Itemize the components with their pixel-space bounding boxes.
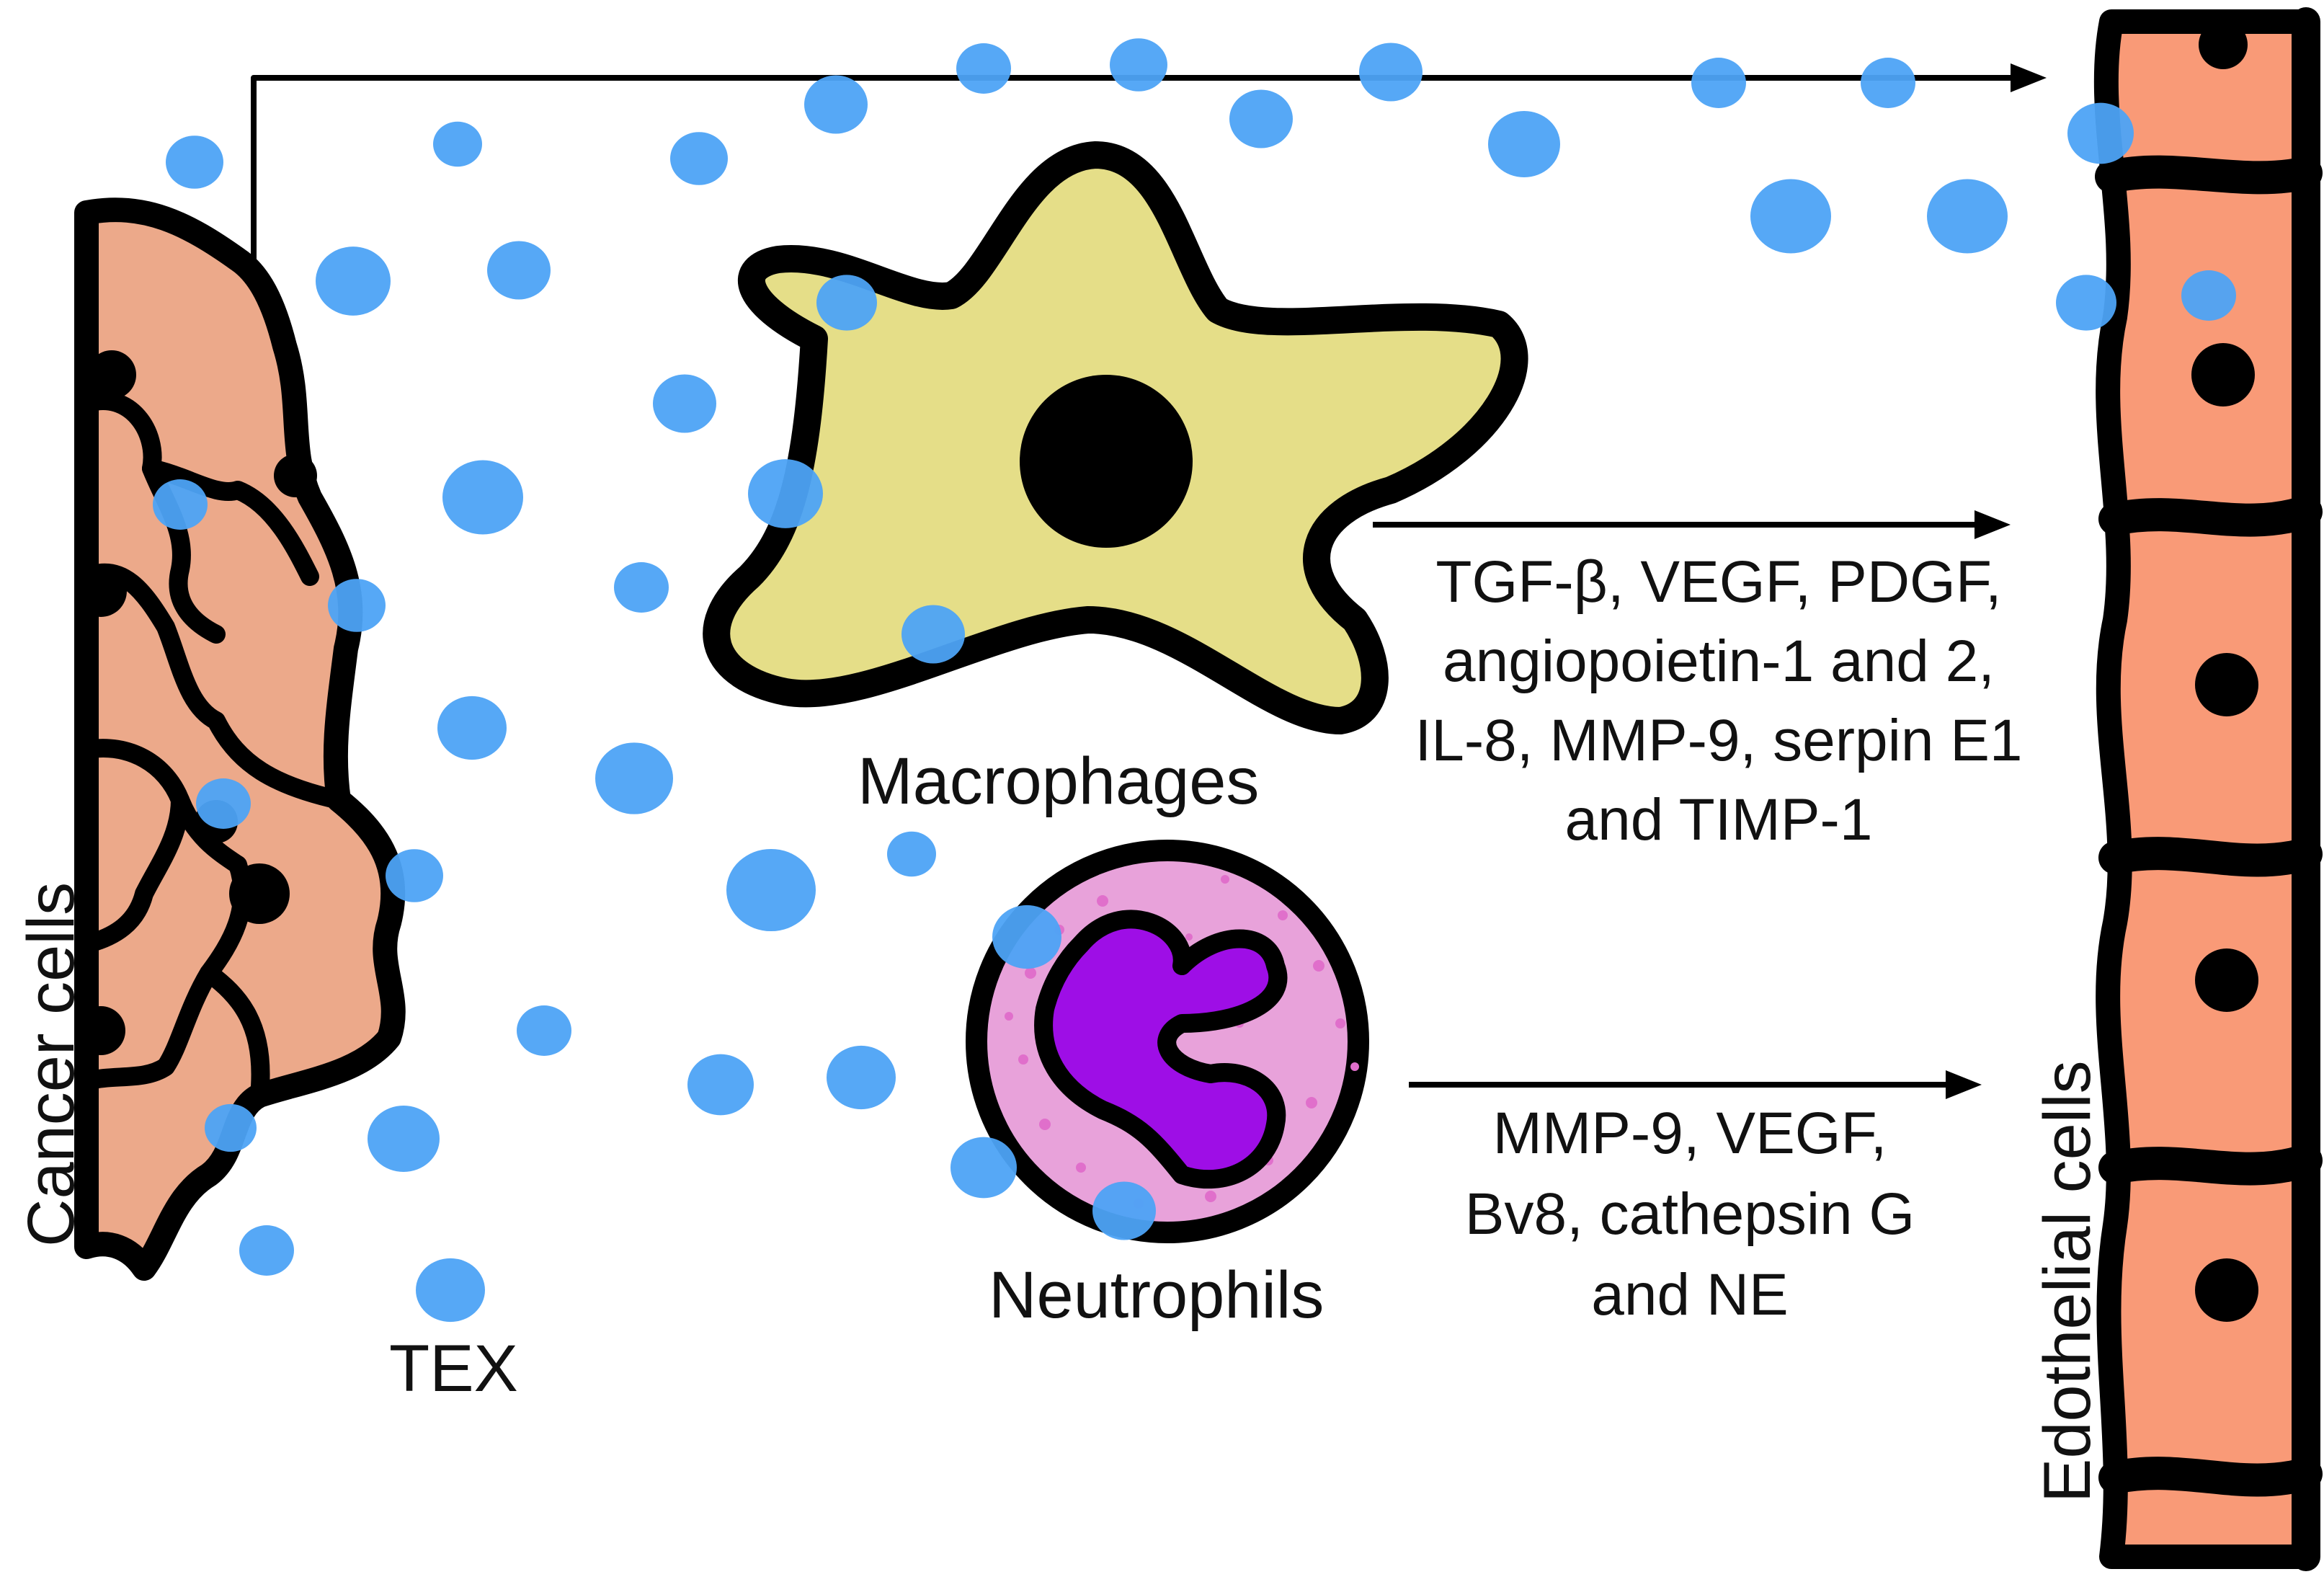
arrow-tex-to-endothelium (251, 63, 2047, 262)
macrophage-cell (703, 141, 1528, 734)
tex-exosome-dot (956, 43, 1011, 94)
cancer-cell-nucleus (75, 565, 127, 617)
cancer-cell-nucleus (229, 863, 290, 924)
neutrophil-factor-list: MMP-9, VEGF, Bv8, cathepsin G and NE (1465, 1101, 1915, 1328)
tex-exosome-dot (653, 374, 716, 433)
macrophage-nucleus (1020, 375, 1193, 548)
tex-exosome-dot (442, 460, 523, 535)
tex-exosome-dot (1110, 38, 1167, 92)
label-macrophages: Macrophages (858, 745, 1259, 818)
tex-exosome-dot (827, 1045, 896, 1110)
tex-exosome-dot (1092, 1181, 1156, 1240)
tex-exosome-dot (1359, 43, 1423, 102)
tex-exosome-dot (416, 1258, 485, 1323)
label-endothelial-cells: Edothelial cells (2031, 1060, 2104, 1503)
tex-exosome-dot (2056, 275, 2116, 331)
tex-exosome-dot (687, 1054, 754, 1116)
tex-exosome-dot (887, 831, 936, 877)
tex-exosome-dot (804, 75, 868, 134)
tex-exosome-dot (153, 479, 208, 530)
tex-exosome-dot (196, 778, 251, 829)
tex-exosome-dot (239, 1225, 294, 1276)
tex-exosome-dot (614, 562, 669, 613)
tex-exosome-dot (1691, 58, 1746, 108)
tex-exosome-dot (726, 848, 816, 932)
tex-exosome-dots (153, 38, 2236, 1323)
tex-exosome-dot (517, 1005, 571, 1056)
tex-exosome-dot (748, 459, 823, 528)
tex-exosome-dot (205, 1103, 257, 1152)
tex-exosome-dot (2181, 270, 2236, 321)
tex-exosome-dot (368, 1106, 440, 1172)
tex-exosome-dot (816, 275, 877, 331)
tex-exosome-dot (950, 1137, 1017, 1199)
cancer-cell-nucleus (274, 454, 317, 497)
tex-exosome-dot (1750, 179, 1831, 254)
neutrophil-factor-line: MMP-9, VEGF, (1493, 1101, 1887, 1166)
tex-exosome-dot (595, 742, 673, 814)
endothelial-cell-column (2093, 7, 2323, 1571)
tex-exosome-dot (1927, 179, 2008, 254)
tex-exosome-dot (433, 121, 482, 167)
label-neutrophils: Neutrophils (989, 1258, 1324, 1332)
endothelial-cell-nucleus (2199, 20, 2248, 69)
tex-exosome-dot (386, 849, 443, 902)
tex-exosome-dot (166, 135, 223, 189)
endothelial-cell-body (2093, 9, 2318, 1569)
endothelial-cell-nucleus (2191, 343, 2255, 406)
neutrophil-factor-line: and NE (1591, 1262, 1789, 1328)
neutrophil-cell (966, 840, 1369, 1243)
cancer-cell-cluster (74, 197, 406, 1281)
endothelial-cell-nucleus (2195, 948, 2258, 1012)
tex-exosome-dot (670, 132, 728, 185)
macrophage-factor-line: angiopoietin-1 and 2, (1443, 628, 1995, 694)
tex-exosome-dot (437, 696, 507, 760)
label-cancer-cells: Cancer cells (14, 882, 88, 1247)
endothelial-cell-nucleus (2195, 653, 2258, 716)
macrophage-factor-line: and TIMP-1 (1565, 787, 1873, 853)
label-tex: TEX (389, 1332, 518, 1405)
tex-exosome-dot (1488, 111, 1560, 177)
cancer-cell-nucleus (76, 1006, 125, 1055)
arrow-macrophage-to-endothelium (1373, 510, 2011, 539)
macrophage-factor-line: TGF-β, VEGF, PDGF, (1435, 549, 2001, 615)
endothelial-cell-nucleus (2195, 1258, 2258, 1322)
tex-exosome-dot (992, 905, 1061, 969)
cancer-cell-nucleus (87, 350, 136, 399)
tex-exosome-dot (487, 241, 551, 300)
tex-exosome-dot (316, 246, 391, 316)
tex-exosome-dot (2067, 102, 2134, 164)
macrophage-factor-list: TGF-β, VEGF, PDGF, angiopoietin-1 and 2,… (1415, 549, 2022, 853)
tex-exosome-dot (1861, 58, 1915, 108)
tex-exosome-dot (1229, 89, 1293, 148)
neutrophil-nucleus (1034, 910, 1288, 1189)
tex-exosome-dot (901, 605, 965, 664)
neutrophil-factor-line: Bv8, cathepsin G (1465, 1181, 1915, 1247)
macrophage-factor-line: IL-8, MMP-9, serpin E1 (1415, 708, 2022, 773)
tex-exosome-dot (328, 579, 386, 632)
arrow-neutrophil-to-endothelium (1409, 1070, 1982, 1099)
